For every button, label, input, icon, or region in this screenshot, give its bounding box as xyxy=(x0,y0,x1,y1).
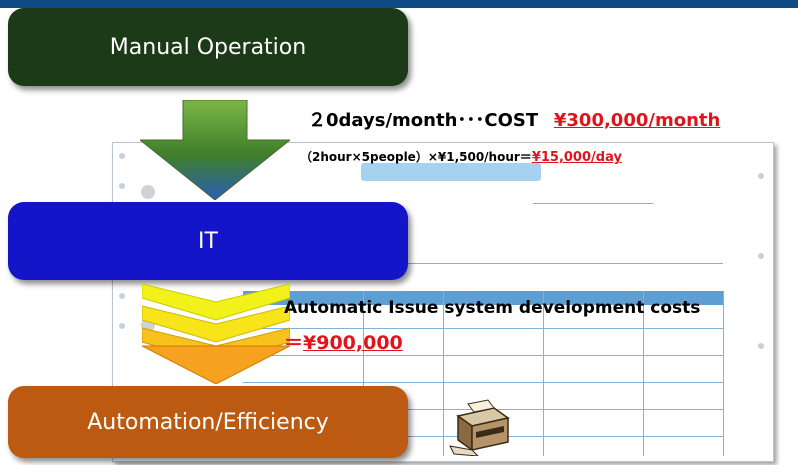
chevron-down-icon xyxy=(142,284,290,384)
form-line xyxy=(363,291,364,456)
automation-efficiency-label: Automation/Efficiency xyxy=(87,409,329,435)
daily-cost-value: ¥15,000/day xyxy=(531,150,622,165)
form-line xyxy=(243,382,723,383)
punch-hole xyxy=(758,253,764,259)
it-label: IT xyxy=(198,228,218,254)
manual-operation-box: Manual Operation xyxy=(8,8,408,86)
development-cost-label: Automatic Issue system development costs xyxy=(284,298,701,318)
manual-operation-label: Manual Operation xyxy=(109,34,307,60)
form-line xyxy=(723,291,724,456)
development-cost-line: ＝¥900,000 xyxy=(284,328,403,355)
punch-hole xyxy=(119,153,125,159)
form-line xyxy=(243,263,723,264)
automation-efficiency-box: Automation/Efficiency xyxy=(8,386,408,458)
down-arrow-icon xyxy=(140,100,290,200)
punch-hole xyxy=(758,343,764,349)
daily-cost-prefix: （2hour×5people）×¥1,500/hour＝ xyxy=(300,150,532,164)
top-bar xyxy=(0,0,798,8)
development-cost-prefix: ＝ xyxy=(284,332,304,354)
development-cost-value: ¥900,000 xyxy=(303,332,403,354)
printer-icon xyxy=(449,399,510,456)
monthly-cost-prefix: ２0days/month･･･COST xyxy=(308,110,539,131)
punch-hole xyxy=(119,293,125,299)
form-title-band xyxy=(361,163,541,181)
it-box: IT xyxy=(8,202,408,280)
form-mark xyxy=(141,185,155,199)
monthly-cost-line: ２0days/month･･･COST ¥300,000/month xyxy=(308,106,720,132)
punch-hole xyxy=(119,183,125,189)
punch-hole xyxy=(758,173,764,179)
monthly-cost-value: ¥300,000/month xyxy=(553,110,721,131)
form-line xyxy=(243,328,723,329)
form-line xyxy=(533,203,653,204)
form-line xyxy=(543,291,544,456)
form-line xyxy=(243,355,723,356)
form-line xyxy=(643,291,644,456)
punch-hole xyxy=(119,323,125,329)
form-line xyxy=(443,291,444,456)
daily-cost-line: （2hour×5people）×¥1,500/hour＝¥15,000/day xyxy=(300,148,622,165)
